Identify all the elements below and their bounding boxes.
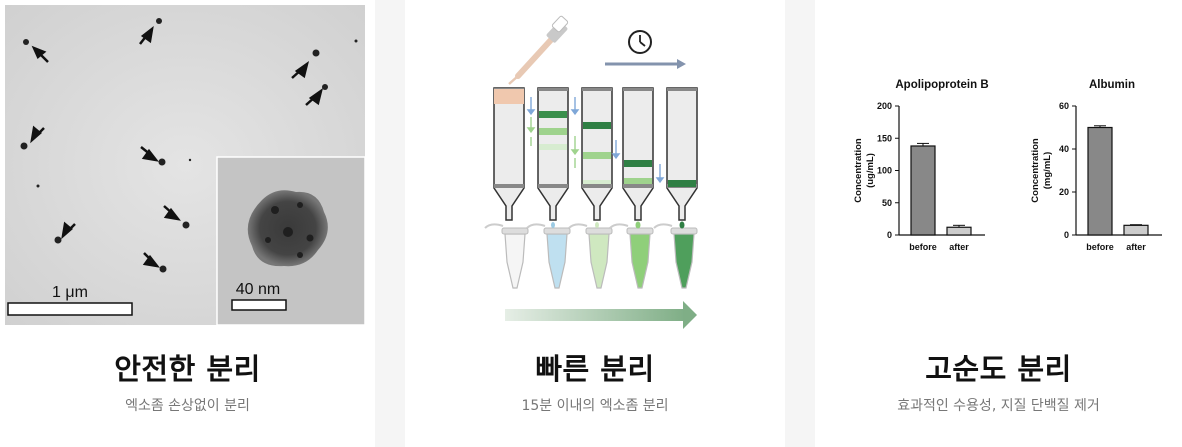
y-axis-label: Concentration	[853, 138, 864, 203]
pipette-icon	[508, 15, 569, 85]
card-safe-separation: 1 μm 40 nm 안전한 분리 엑소좀 손상없이 분리	[0, 0, 375, 447]
gutter-right	[785, 0, 815, 447]
y-tick-label: 0	[1064, 230, 1069, 240]
clock-icon	[628, 30, 652, 54]
x-tick-label: before	[909, 242, 937, 252]
card-title-fast: 빠른 분리	[535, 352, 655, 386]
y-tick-label: 200	[877, 101, 892, 111]
y-axis-label: (mg/mL)	[1042, 152, 1053, 189]
tube-icon	[484, 221, 698, 289]
y-tick-label: 150	[877, 133, 892, 143]
sec-column-illustration	[484, 15, 698, 329]
x-tick-label: after	[1126, 242, 1146, 252]
chart-title: Albumin	[1089, 79, 1135, 91]
y-tick-label: 40	[1059, 144, 1069, 154]
bar-before	[1087, 126, 1113, 236]
time-arrow-icon	[605, 59, 686, 69]
y-tick-label: 20	[1059, 187, 1069, 197]
y-axis-label: (ug/mL)	[865, 153, 876, 188]
gutter-left	[375, 0, 405, 447]
y-tick-label: 100	[877, 166, 892, 176]
card-subtitle-safe: 엑소좀 손상없이 분리	[125, 398, 250, 414]
x-tick-label: after	[949, 242, 969, 252]
y-axis-label: Concentration	[1030, 138, 1041, 203]
scale-label-main: 1 μm	[52, 284, 88, 301]
card-subtitle-purity: 효과적인 수용성, 지질 단백질 제거	[897, 398, 1100, 414]
chart-title: Apolipoprotein B	[895, 79, 988, 91]
y-tick-label: 0	[887, 230, 892, 240]
card-subtitle-fast: 15분 이내의 엑소좀 분리	[521, 398, 669, 414]
bar-before	[910, 145, 936, 236]
x-tick-label: before	[1086, 242, 1114, 252]
bar-after	[946, 226, 972, 236]
purity-bar-charts: Apolipoprotein B050100150200Concentratio…	[853, 79, 1162, 252]
card-title-purity: 고순도 분리	[925, 352, 1072, 386]
y-tick-label: 50	[882, 198, 892, 208]
scale-label-inset: 40 nm	[236, 281, 280, 298]
column-icon	[493, 87, 698, 221]
card-fast-separation: 빠른 분리 15분 이내의 엑소좀 분리	[405, 0, 785, 447]
progress-arrow-icon	[505, 301, 697, 329]
bar-after	[1123, 224, 1149, 236]
y-tick-label: 60	[1059, 101, 1069, 111]
tem-micrograph: 1 μm 40 nm	[5, 5, 366, 326]
card-title-safe: 안전한 분리	[114, 352, 261, 386]
